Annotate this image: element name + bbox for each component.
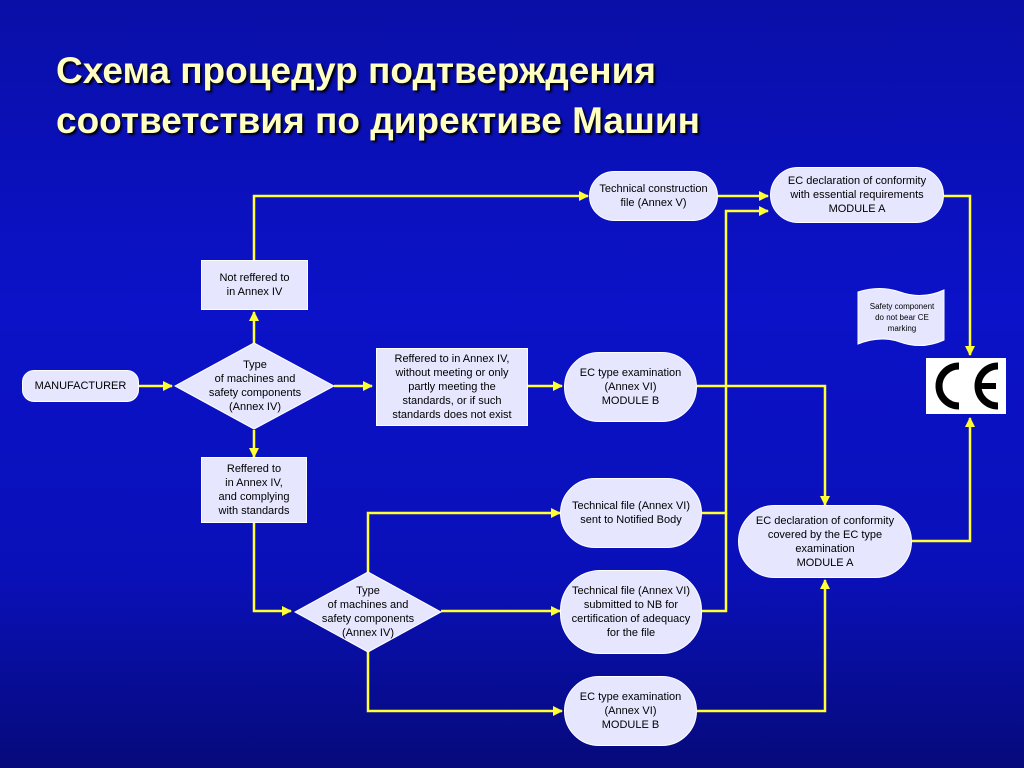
diamond-type-2-label: Type of machines and safety components (… xyxy=(300,584,436,640)
tech-file-sent-node: Technical file (Annex VI) sent to Notifi… xyxy=(560,478,702,548)
arrow-not-referred-to-tech-construction xyxy=(252,191,589,260)
diamond2-line: (Annex IV) xyxy=(342,627,394,639)
arrow-tech-file-sent-to-decl-a xyxy=(702,206,769,515)
not-referred-box: Not reffered to in Annex IV xyxy=(201,260,308,310)
manufacturer-box: MANUFACTURER xyxy=(22,370,139,402)
page-title: Схема процедур подтверждения соответстви… xyxy=(56,46,700,146)
referred-not-meeting-line: standards, or if such xyxy=(402,395,502,407)
tech-file-sent-line: Technical file (Annex VI) xyxy=(572,500,690,512)
ec-type-b1-line: EC type examination xyxy=(579,367,682,379)
safety-flag-line: Safety component xyxy=(869,301,935,311)
referred-not-meeting-line: without meeting or only xyxy=(395,367,509,379)
ce-marking-icon xyxy=(935,362,999,410)
diamond1-line: (Annex IV) xyxy=(229,401,281,413)
arrow-decl-covered-to-ce xyxy=(912,417,975,543)
ec-type-b2-line: MODULE B xyxy=(601,719,660,731)
ec-decl-a-line: MODULE A xyxy=(828,203,886,215)
ce-marking-icon xyxy=(926,358,1006,414)
not-referred-line: Not reffered to xyxy=(219,272,290,284)
safety-flag-line: do not bear CE xyxy=(875,312,929,322)
safety-flag-shape xyxy=(857,288,945,346)
ec-decl-covered-line: examination xyxy=(795,542,855,555)
safety-flag-line: marking xyxy=(887,323,917,333)
diamond1-line: of machines and xyxy=(214,373,296,385)
not-referred-line: in Annex IV xyxy=(226,286,283,298)
safety-flag-label: Safety component do not bear CE marking xyxy=(860,296,944,338)
arrow-ec-type-to-decl-covered xyxy=(697,384,830,506)
ec-decl-a-line: EC declaration of conformity xyxy=(787,175,927,187)
tech-construction-line: Technical construction xyxy=(599,183,708,195)
diamond2-line: Type xyxy=(356,585,380,597)
tech-construction-node: Technical construction file (Annex V) xyxy=(589,171,718,221)
referred-complying-line: in Annex IV, xyxy=(225,477,283,489)
arrow-tech-file-submitted-join xyxy=(702,513,728,613)
ec-type-b1-line: (Annex VI) xyxy=(604,381,657,393)
referred-complying-line: and complying xyxy=(218,491,290,503)
tech-file-submitted-line: for the file xyxy=(606,627,656,639)
arrow-type2-to-tech-file-sent xyxy=(366,508,561,572)
arrow-ec-type2-to-decl-covered xyxy=(697,579,830,713)
tech-file-submitted-line: certification of adequacy xyxy=(571,613,691,625)
arrow-decl-a-to-ce xyxy=(944,194,975,356)
diamond1-line: Type xyxy=(243,359,267,371)
ec-decl-covered-line: EC declaration of conformity xyxy=(755,514,895,527)
diamond-type-2 xyxy=(293,571,443,653)
ec-type-b2-line: EC type examination xyxy=(579,691,682,703)
diamond2-line: of machines and xyxy=(327,599,409,611)
diamond2-line: safety components xyxy=(321,613,415,625)
ec-decl-a-node: EC declaration of conformity with essent… xyxy=(770,167,944,223)
title-line-1: Схема процедур подтверждения xyxy=(56,50,656,91)
ec-decl-covered-line: MODULE A xyxy=(796,556,854,569)
ec-decl-covered-line: covered by the EC type xyxy=(767,528,883,541)
referred-complying-line: Reffered to xyxy=(226,463,282,475)
referred-not-meeting-box: Reffered to in Annex IV, without meeting… xyxy=(376,348,528,426)
diamond-type-1-label: Type of machines and safety components (… xyxy=(185,358,325,414)
ec-type-b2-node: EC type examination (Annex VI) MODULE B xyxy=(564,676,697,746)
tech-construction-line: file (Annex V) xyxy=(620,197,687,209)
referred-complying-line: with standards xyxy=(218,505,290,517)
ec-decl-covered-node: EC declaration of conformity covered by … xyxy=(738,505,912,578)
tech-file-submitted-line: Technical file (Annex VI) xyxy=(571,585,690,597)
tech-file-submitted-line: submitted to NB for xyxy=(583,599,679,611)
referred-complying-box: Reffered to in Annex IV, and complying w… xyxy=(201,457,307,523)
ec-type-b2-line: (Annex VI) xyxy=(604,705,657,717)
diamond1-line: safety components xyxy=(208,387,302,399)
ec-type-b1-line: MODULE B xyxy=(601,395,660,407)
tech-file-sent-line: sent to Notified Body xyxy=(580,514,682,526)
arrow-type2-to-ec-type2 xyxy=(366,651,563,716)
referred-not-meeting-line: Reffered to in Annex IV, xyxy=(394,353,510,365)
ec-decl-a-line: with essential requirements xyxy=(790,189,924,201)
manufacturer-label: MANUFACTURER xyxy=(34,380,127,392)
referred-not-meeting-line: standards does not exist xyxy=(392,409,512,421)
diamond-type-1 xyxy=(173,342,336,430)
title-line-2: соответствия по директиве Машин xyxy=(56,100,700,141)
arrow-referred-complying-to-type2 xyxy=(252,522,292,616)
referred-not-meeting-line: partly meeting the xyxy=(408,381,496,393)
tech-file-submitted-node: Technical file (Annex VI) submitted to N… xyxy=(560,570,702,654)
ec-type-b1-node: EC type examination (Annex VI) MODULE B xyxy=(564,352,697,422)
